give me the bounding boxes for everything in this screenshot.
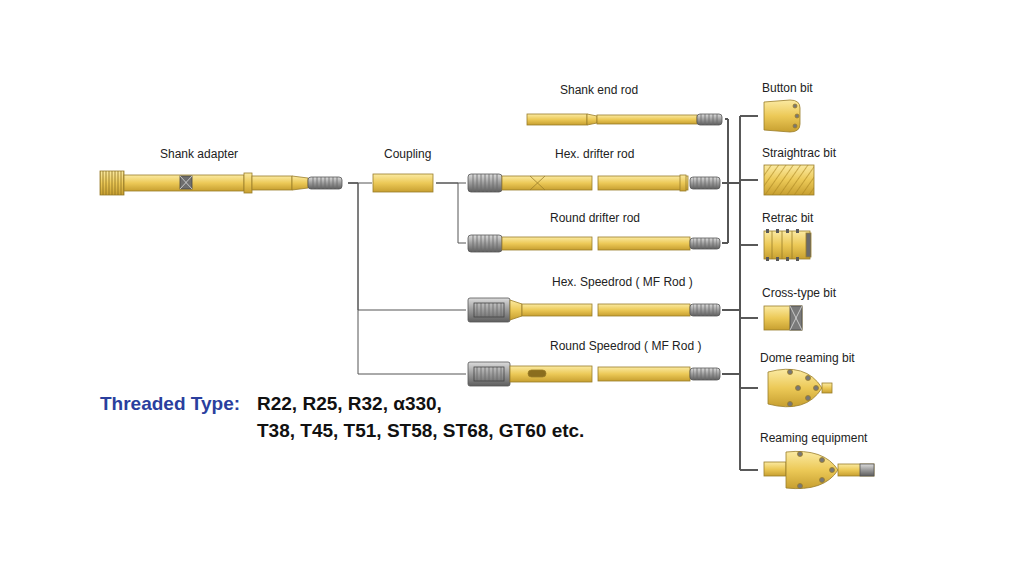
part-name: Retrac bit [762, 211, 813, 225]
tool-part: Button bit [758, 78, 858, 136]
connector-line [725, 119, 758, 318]
part-name: Hex. Speedrod ( MF Rod ) [552, 275, 693, 289]
connector-line [722, 318, 758, 374]
connector-line [725, 119, 758, 388]
part-name: Round drifter rod [550, 211, 640, 225]
connector-line [348, 183, 466, 374]
tool-part: Retrac bit [758, 208, 858, 264]
thread-list: R22, R25, R32, α330, [257, 392, 442, 416]
tool-part: Shank adapter [98, 144, 348, 196]
connector-line [722, 374, 758, 470]
tool-part: Cross-type bit [758, 283, 868, 335]
tool-part: Round Speedrod ( MF Rod ) [466, 336, 722, 388]
connector-line [722, 245, 758, 374]
part-name: Shank adapter [160, 147, 238, 161]
part-name: Hex. drifter rod [555, 147, 634, 161]
part-name: Button bit [762, 81, 813, 95]
tool-part: Dome reaming bit [758, 348, 878, 414]
thread-heading: Threaded Type: [100, 392, 240, 416]
connector-line [436, 183, 466, 243]
part-name: Shank end rod [560, 83, 638, 97]
tool-part: Coupling [372, 144, 436, 196]
connector-line [725, 119, 758, 183]
connector-line [348, 183, 466, 310]
tool-part: Hex. drifter rod [466, 144, 722, 196]
connector-line [722, 116, 758, 374]
tool-part: Reaming equipment [758, 428, 888, 494]
part-name: Straightrac bit [762, 146, 836, 160]
connector-line [725, 119, 758, 245]
part-name: Cross-type bit [762, 286, 836, 300]
connector-line [725, 116, 758, 183]
part-name: Round Speedrod ( MF Rod ) [550, 339, 701, 353]
part-name: Dome reaming bit [760, 351, 855, 365]
tool-part: Straightrac bit [758, 143, 858, 199]
part-name: Reaming equipment [760, 431, 867, 445]
connector-line [725, 119, 758, 470]
part-name: Coupling [384, 147, 431, 161]
connector-line [722, 180, 758, 374]
tool-part: Hex. Speedrod ( MF Rod ) [466, 272, 722, 324]
tool-part: Round drifter rod [466, 208, 722, 254]
thread-list: T38, T45, T51, ST58, ST68, GT60 etc. [257, 419, 584, 443]
tool-part: Shank end rod [525, 80, 725, 130]
connector-line [722, 310, 758, 470]
